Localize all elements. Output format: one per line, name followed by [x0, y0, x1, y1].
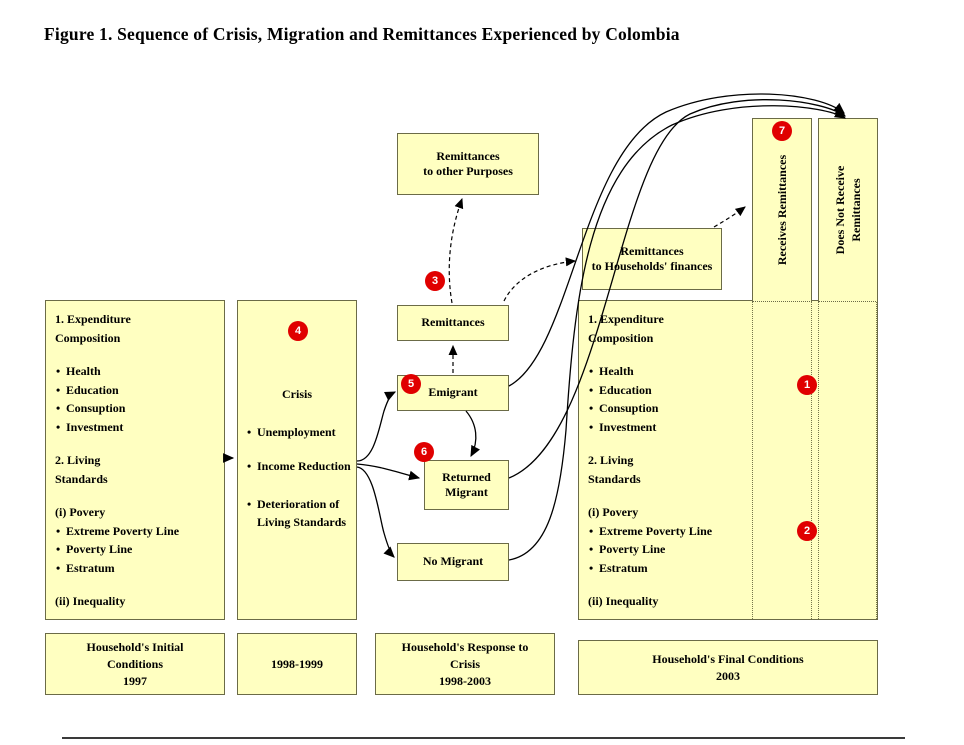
- receives-remittances-column: Receives Remittances: [752, 118, 812, 302]
- timeline-response-box: Household's Response to Crisis 1998-2003: [375, 633, 555, 695]
- badge-6: 6: [414, 442, 434, 462]
- bullet-item: Poverty Line: [588, 540, 752, 559]
- arrow-remittances-to-households-finances: [503, 257, 577, 302]
- bullet-item: Health: [588, 362, 752, 381]
- timeline-period-box: 1998-1999: [237, 633, 357, 695]
- expenditure-heading-line2: Composition: [55, 330, 121, 345]
- crisis-content: Crisis Unemployment Income Reduction Det…: [238, 301, 356, 531]
- timeline-final-conditions-box: Household's Final Conditions 2003: [578, 640, 878, 695]
- label-line: Crisis: [450, 656, 480, 671]
- crisis-box: Crisis Unemployment Income Reduction Det…: [237, 300, 357, 620]
- bullet-item: Consuption: [588, 399, 752, 418]
- living-standards-heading-line2: Standards: [588, 471, 641, 486]
- poverty-subheading: (i) Povery: [588, 505, 639, 519]
- label-line: 1997: [123, 673, 147, 688]
- expenditure-heading: 1. Expenditure: [55, 312, 131, 326]
- receives-remittances-label: Receives Remittances: [775, 154, 789, 266]
- arrow-remittances-to-other-purposes: [448, 197, 464, 304]
- bullet-item: Estratum: [588, 559, 752, 578]
- badge-3: 3: [425, 271, 445, 291]
- no-migrant-label: No Migrant: [422, 554, 484, 569]
- emigrant-box: Emigrant: [397, 375, 509, 411]
- inequality-subheading: (ii) Inequality: [55, 594, 126, 608]
- initial-expenditure-box: 1. Expenditure Composition Health Educat…: [45, 300, 225, 620]
- label-line: 2003: [716, 668, 740, 683]
- bullet-item: Education: [588, 381, 752, 400]
- arrow-crisis-to-returned-migrant: [356, 463, 421, 481]
- badge-2: 2: [797, 521, 817, 541]
- bullet-item: Extreme Poverty Line: [55, 522, 222, 541]
- initial-expenditure-content: 1. Expenditure Composition Health Educat…: [46, 301, 224, 611]
- arrow-emigrant-to-returned-migrant: [465, 410, 481, 458]
- bullet-item: Deterioration of Living Standards: [246, 495, 354, 531]
- label-line: Conditions: [106, 656, 164, 671]
- badge-7: 7: [772, 121, 792, 141]
- remittances-other-purposes-label: Remittances to other Purposes: [423, 149, 513, 180]
- no-migrant-box: No Migrant: [397, 543, 509, 581]
- returned-migrant-box: Returned Migrant: [424, 460, 509, 510]
- label-line: Remittances: [620, 243, 684, 258]
- bullet-item: Poverty Line: [55, 540, 222, 559]
- remittances-households-box: Remittances to Households' finances: [582, 228, 722, 290]
- label-line: Household's Response to: [401, 639, 529, 654]
- living-standards-heading: 2. Living: [588, 453, 634, 467]
- living-standards-heading-line2: Standards: [55, 471, 108, 486]
- label-line: Remittances: [849, 178, 863, 242]
- bullet-item: Consuption: [55, 399, 222, 418]
- arrow-crisis-to-emigrant: [356, 391, 397, 462]
- page-footer-rule: [62, 737, 905, 739]
- living-standards-heading: 2. Living: [55, 453, 101, 467]
- bullet-item: Health: [55, 362, 222, 381]
- emigrant-label: Emigrant: [428, 385, 478, 400]
- remittances-box: Remittances: [397, 305, 509, 341]
- receives-column-extension: [752, 302, 812, 619]
- bullet-item: Investment: [55, 418, 222, 437]
- label-line: 1998-2003: [439, 673, 491, 688]
- label-line: Does Not Receive: [833, 165, 847, 255]
- final-expenditure-content: 1. Expenditure Composition Health Educat…: [579, 301, 754, 611]
- label-line: 1998-1999: [271, 656, 323, 671]
- expenditure-heading-line2: Composition: [588, 330, 654, 345]
- bullet-item: Income Reduction: [246, 457, 354, 475]
- label-line: Returned: [442, 469, 491, 484]
- label-line: Remittances: [436, 148, 500, 163]
- label-line: Household's Initial: [86, 639, 184, 654]
- bullet-item: Extreme Poverty Line: [588, 522, 752, 541]
- remittances-other-purposes-box: Remittances to other Purposes: [397, 133, 539, 195]
- badge-1: 1: [797, 375, 817, 395]
- bullet-item: Unemployment: [246, 423, 354, 441]
- returned-migrant-label: Returned Migrant: [442, 470, 491, 501]
- expenditure-heading: 1. Expenditure: [588, 312, 664, 326]
- arrow-crisis-to-no-migrant: [356, 466, 395, 558]
- badge-4: 4: [288, 321, 308, 341]
- label-line: to Households' finances: [591, 259, 713, 273]
- remittances-label: Remittances: [421, 315, 485, 330]
- does-not-receive-label: Does Not Receive Remittances: [832, 135, 864, 285]
- poverty-subheading: (i) Povery: [55, 505, 106, 519]
- arrow-households-finances-to-receives: [713, 206, 746, 228]
- does-not-receive-column-extension: [818, 302, 877, 619]
- label-line: to other Purposes: [423, 164, 513, 178]
- bullet-item: Estratum: [55, 559, 222, 578]
- label-line: Household's Final Conditions: [652, 651, 804, 666]
- figure-title: Figure 1. Sequence of Crisis, Migration …: [44, 24, 680, 44]
- timeline-initial-conditions-box: Household's Initial Conditions 1997: [45, 633, 225, 695]
- inequality-subheading: (ii) Inequality: [588, 594, 659, 608]
- bullet-item: Education: [55, 381, 222, 400]
- does-not-receive-column: Does Not Receive Remittances: [818, 118, 878, 302]
- crisis-title: Crisis: [282, 387, 312, 401]
- remittances-households-label: Remittances to Households' finances: [592, 244, 713, 275]
- bullet-item: Investment: [588, 418, 752, 437]
- label-line: Migrant: [445, 485, 488, 499]
- badge-5: 5: [401, 374, 421, 394]
